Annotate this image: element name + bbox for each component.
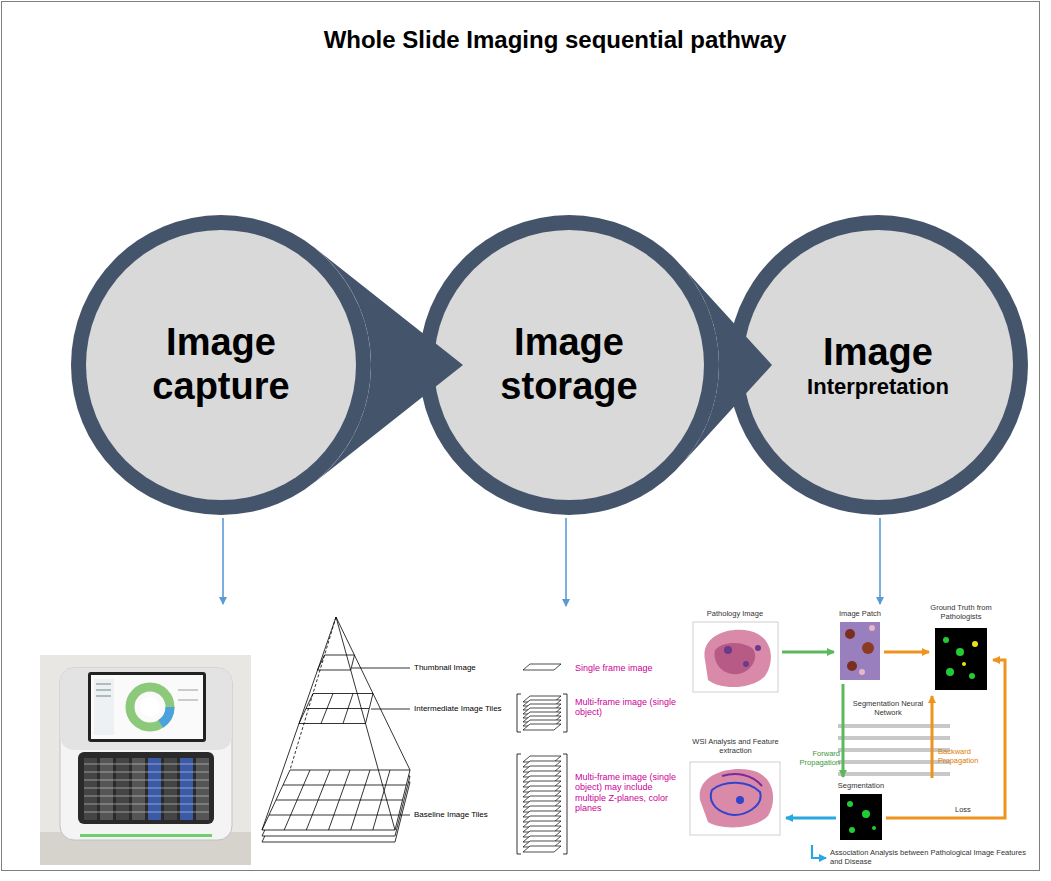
chevron-arrow [680,264,772,466]
stage-title: Image [823,331,933,375]
circle-text: Image storage [418,214,720,516]
figure-label: Segmentation [830,782,892,791]
scanner-photo [40,655,251,865]
figure-label: Intermediate Image Tiles [414,704,520,713]
frame-border [2,2,1040,871]
tile-pyramid [262,617,410,842]
stage-title: Interpretation [807,374,949,399]
figure-label: Forward Propagation [785,750,840,767]
figure-label: Loss [955,806,985,815]
circle-ring [71,215,371,515]
figure-label: Backward Propagation [938,748,1000,765]
figure-label: Thumbnail Image [414,663,514,672]
chevron-arrow [314,247,463,482]
figure-label: Association Analysis between Pathologica… [830,849,1030,866]
frame-stacks [517,664,567,854]
figure-label: Segmentation Neural Network [850,700,926,717]
figure-label: Baseline Image Tiles [414,810,514,819]
diagram-title: Whole Slide Imaging sequential pathway [60,26,1050,54]
stage-circle: ImageInterpretation [727,214,1029,516]
figure-label: WSI Analysis and Feature extraction [688,738,783,755]
stage-title: Image capture [114,321,329,408]
circle-fill [434,230,704,500]
circle-ring [419,215,719,515]
circle-fill [743,230,1013,500]
stage-circle: Image storage [418,214,720,516]
circle-fill [86,230,356,500]
stage-circle: Image capture [70,214,372,516]
figure-label: Single frame image [575,663,680,673]
circle-ring [728,215,1028,515]
figure-label: Multi-frame image (single object) [575,697,680,718]
stage-title: Image storage [462,321,677,408]
figure-label: Pathology Image [690,610,780,619]
down-arrows [223,518,880,606]
figure-label: Image Patch [830,610,890,619]
figure-label: Ground Truth from Pathologists [925,604,997,621]
circle-text: Image capture [70,214,372,516]
circle-text: ImageInterpretation [727,214,1029,516]
figure-label: Multi-frame image (single object) may in… [575,772,681,813]
